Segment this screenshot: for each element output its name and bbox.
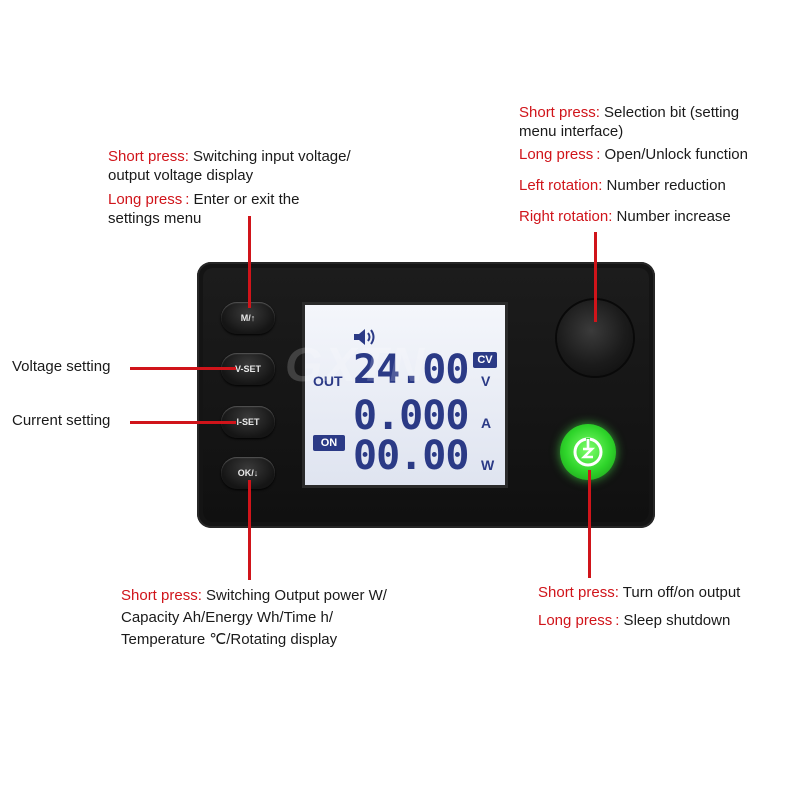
right-rotation-desc: Number increase	[612, 208, 731, 225]
voltage-unit: V	[481, 373, 491, 389]
left-rotation-desc: Number reduction	[602, 177, 726, 194]
voltage-readout: 24.00	[353, 347, 469, 393]
short-press-key: Short press:	[519, 104, 600, 121]
leader-knob	[594, 232, 597, 322]
short-press-desc: Selection bit (setting	[599, 104, 740, 121]
right-rotation-key: Right rotation:	[519, 208, 613, 225]
on-label: ON	[313, 435, 345, 451]
power-button-annotation: Short press: Turn off/on output Long pre…	[538, 583, 798, 630]
long-press-key: Long press :	[538, 612, 620, 629]
power-icon	[573, 437, 603, 467]
short-press-desc-cont: output voltage display	[108, 167, 254, 184]
short-press-desc-cont: Capacity Ah/Energy Wh/Time h/	[121, 609, 334, 626]
current-readout: 0.000	[353, 393, 469, 439]
speaker-icon	[354, 329, 375, 345]
short-press-desc: Turn off/on output	[618, 584, 741, 601]
leader-voltage-setting	[130, 367, 236, 370]
lcd-display: OUT ON CV 24.00 V 0.000 A 00.00 W	[302, 302, 508, 488]
short-press-desc: Switching input voltage/	[188, 148, 351, 165]
current-unit: A	[481, 415, 492, 431]
current-setting-label: Current setting	[12, 412, 111, 429]
short-press-key: Short press:	[121, 587, 202, 604]
voltage-setting-label: Voltage setting	[12, 358, 111, 375]
power-unit: W	[481, 457, 495, 473]
long-press-desc: Enter or exit the	[189, 191, 300, 208]
short-press-desc-cont: menu interface)	[519, 123, 624, 140]
power-readout: 00.00	[353, 433, 469, 479]
short-press-desc: Switching Output power W/	[201, 587, 387, 604]
short-press-desc-cont2: Temperature ℃/Rotating display	[121, 631, 338, 648]
short-press-key: Short press:	[538, 584, 619, 601]
m-button-annotation: Short press: Switching input voltage/ ou…	[108, 147, 408, 228]
long-press-desc-cont: settings menu	[108, 210, 202, 227]
knob-annotation: Short press: Selection bit (setting menu…	[519, 103, 799, 226]
long-press-key: Long press :	[519, 146, 601, 163]
cv-label: CV	[473, 352, 497, 368]
out-label: OUT	[313, 373, 343, 389]
left-rotation-key: Left rotation:	[519, 177, 603, 194]
long-press-key: Long press :	[108, 191, 190, 208]
long-press-desc: Sleep shutdown	[619, 612, 731, 629]
leader-current-setting	[130, 421, 236, 424]
leader-ok-button	[248, 480, 251, 580]
leader-power-button	[588, 470, 591, 578]
short-press-key: Short press:	[108, 148, 189, 165]
ok-button-annotation: Short press: Switching Output power W/ C…	[121, 585, 461, 651]
brand-watermark: GXTN	[285, 339, 427, 392]
leader-m-button	[248, 216, 251, 308]
long-press-desc: Open/Unlock function	[600, 146, 748, 163]
